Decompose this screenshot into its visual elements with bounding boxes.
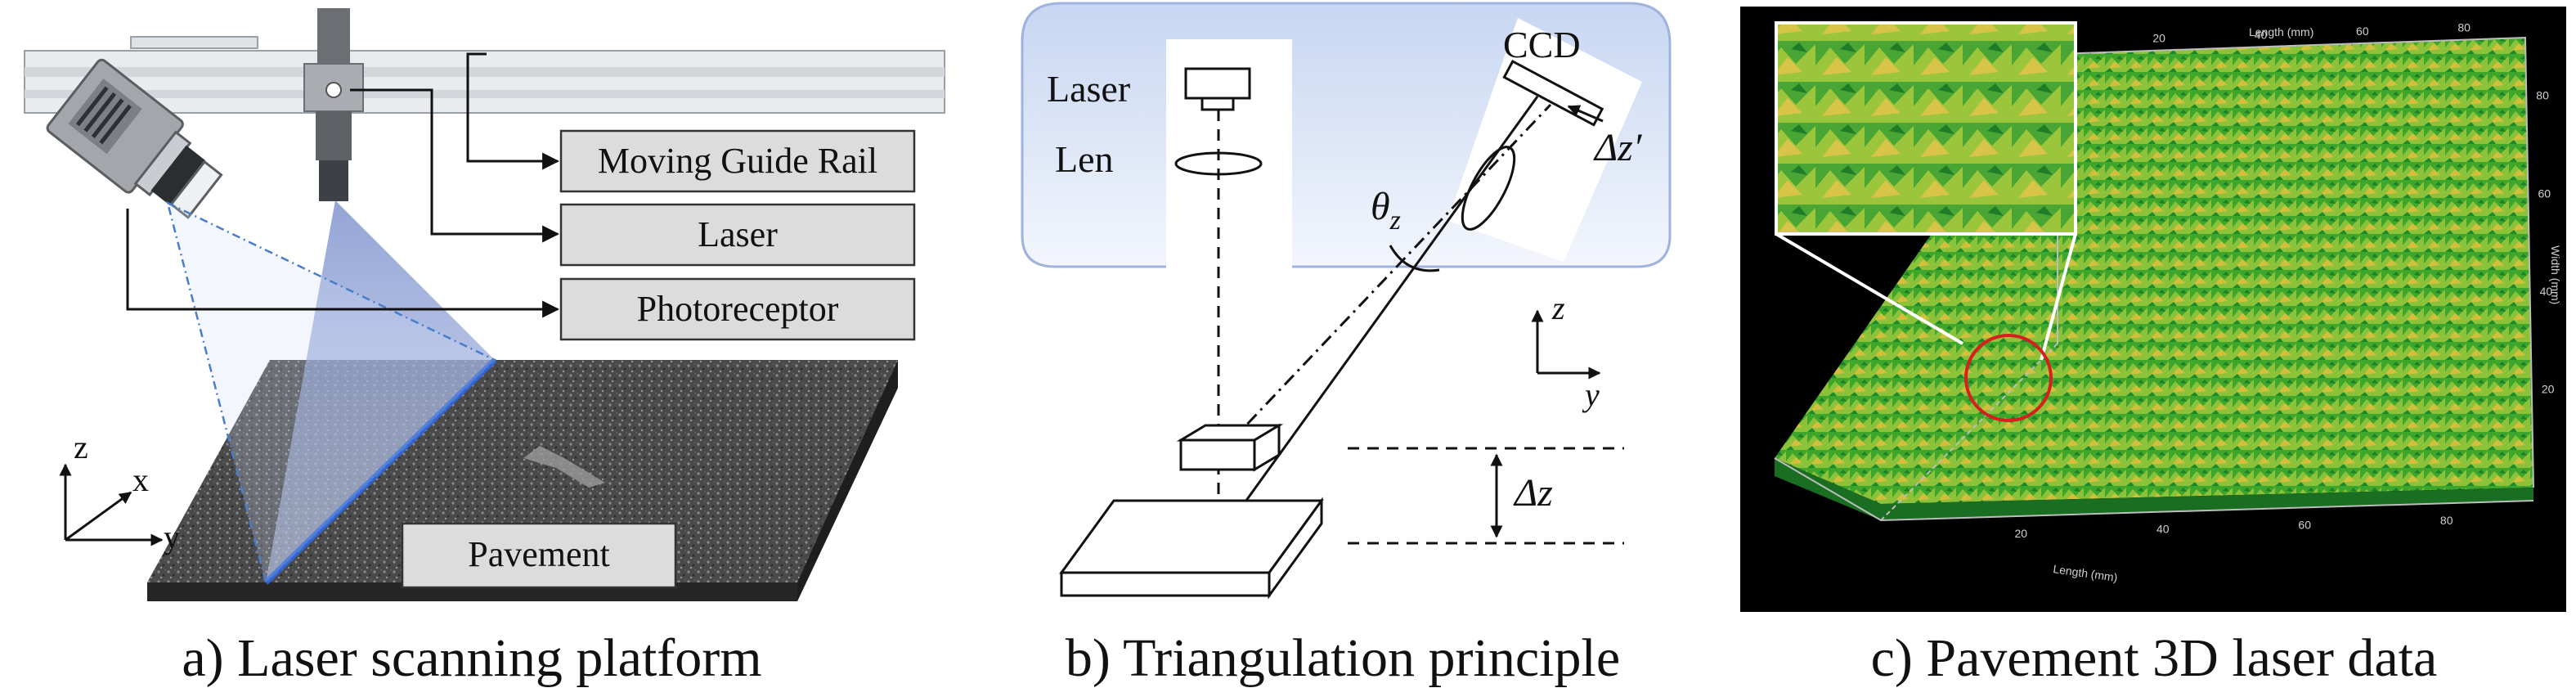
laser-beam-plane [266, 200, 495, 582]
top-axis-tick-label: 80 [2457, 21, 2471, 34]
highlight-circle [1964, 334, 2053, 422]
bottom-axis-tick-label: 60 [2298, 518, 2311, 531]
bottom-axis-tick-label: 80 [2440, 514, 2453, 527]
camera-icon [46, 58, 223, 219]
panel-b-triangulation: Laser Len CCD Δz′ θz [1021, 2, 1672, 688]
top-axis-ticks: 20 40 60 80 [2152, 21, 2471, 45]
bottom-axis-tick-label: 20 [2014, 527, 2027, 540]
top-axis-tick-label: 20 [2152, 32, 2165, 45]
caption-b: b) Triangulation principle [1066, 628, 1620, 688]
rail-label-box: Moving Guide Rail [559, 129, 916, 193]
top-axis-title: Length (mm) [2249, 25, 2313, 38]
laser-text-b: Laser [1047, 68, 1130, 110]
laser-emitter-icon [303, 8, 364, 201]
axis-y-label-b: y [1582, 376, 1600, 413]
reflected-ray-dashdot [1209, 103, 1552, 465]
rail-label: Moving Guide Rail [598, 141, 877, 181]
side-axis-tick-label: 80 [2536, 89, 2549, 102]
laser-label: Laser [698, 214, 778, 254]
laser-label-box: Laser [559, 203, 916, 267]
camera-field-of-view [166, 200, 497, 585]
laser-source-icon [1184, 67, 1251, 111]
axis-x-label: x [132, 461, 149, 498]
ccd-text: CCD [1503, 24, 1581, 65]
pavement-label-box: Pavement [401, 522, 677, 589]
bottom-axis-tick-label: 40 [2156, 523, 2170, 536]
panel-a-laser-platform: Moving Guide Rail Laser Photoreceptor Pa… [24, 8, 945, 688]
bottom-axis-ticks: 20 40 60 80 [2014, 514, 2453, 540]
guide-rail [24, 36, 945, 114]
side-axis-ticks: 20 40 60 80 [2536, 89, 2554, 396]
axis-y-label: y [164, 519, 180, 555]
photoreceptor-label: Photoreceptor [637, 289, 839, 329]
base-plate-icon [1059, 497, 1324, 600]
dz-text: Δz [1513, 471, 1553, 515]
dz-prime-arrow [1567, 105, 1604, 123]
pavement-3d-surface [1775, 38, 2533, 504]
caption-c: c) Pavement 3D laser data [1871, 628, 2438, 688]
pavement-label: Pavement [468, 534, 610, 574]
dz-prime-text: Δz′ [1593, 126, 1643, 169]
photoreceptor-label-box: Photoreceptor [559, 277, 916, 341]
caption-a: a) Laser scanning platform [182, 628, 761, 688]
coordinate-axes-a [59, 463, 164, 546]
top-axis-tick-label: 60 [2356, 25, 2369, 38]
zoom-inset [1775, 21, 2077, 361]
side-axis-tick-label: 40 [2540, 285, 2553, 298]
side-axis-tick-label: 60 [2538, 187, 2551, 200]
top-axis-tick-label: 40 [2255, 28, 2268, 41]
sample-block-icon [1176, 423, 1284, 472]
side-axis-tick-label: 20 [2542, 382, 2555, 395]
len-text: Len [1055, 138, 1114, 180]
theta-arc [1389, 245, 1440, 272]
theta-text: θz [1371, 185, 1401, 236]
axis-z-label: z [74, 429, 88, 465]
side-axis-title: Width (mm) [2549, 245, 2562, 304]
connector-lines [126, 52, 560, 318]
coordinate-axes-b [1531, 309, 1601, 380]
surface-edge [1775, 458, 2533, 520]
axis-z-label-b: z [1551, 290, 1565, 326]
